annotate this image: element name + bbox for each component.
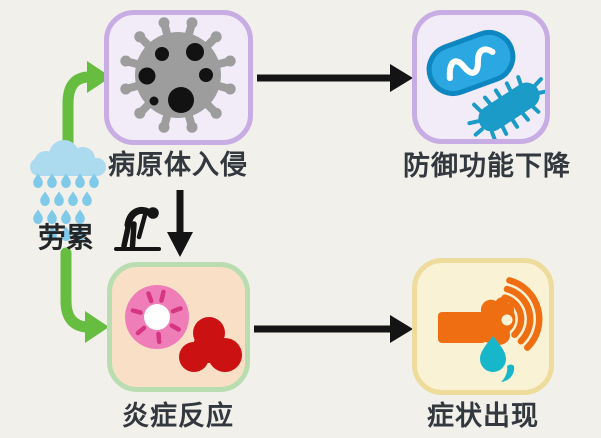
node-pathogen-invasion <box>104 10 253 145</box>
node-label-pathogen: 病原体入侵 <box>108 150 248 180</box>
node-label-inflammation: 炎症反应 <box>122 401 234 431</box>
virus-icon <box>120 17 236 133</box>
node-inflammation-response <box>107 262 250 392</box>
node-label-defense: 防御功能下降 <box>403 151 571 181</box>
node-symptoms-appear <box>412 258 554 395</box>
bending-person-icon <box>114 207 161 251</box>
raindrops-icon <box>33 173 99 241</box>
arrow-cause-to-inflammation <box>60 247 109 343</box>
sneeze-icon <box>438 277 543 382</box>
node-label-symptoms: 症状出现 <box>427 401 539 431</box>
arrow-pathogen-to-inflammation <box>167 190 193 257</box>
arrow-inflammation-to-symptoms <box>254 315 413 343</box>
inflamed-cell-icon <box>125 285 242 372</box>
arrow-cause-to-pathogen <box>62 61 111 158</box>
bacteria-icon <box>426 30 545 139</box>
red-blob <box>179 317 242 372</box>
node-defense-decline <box>412 10 550 144</box>
arrow-pathogen-to-defense <box>257 64 413 92</box>
rain-cloud-icon <box>30 140 106 241</box>
mucus-droplet <box>480 336 515 382</box>
cause-label: 劳累 <box>37 222 94 253</box>
